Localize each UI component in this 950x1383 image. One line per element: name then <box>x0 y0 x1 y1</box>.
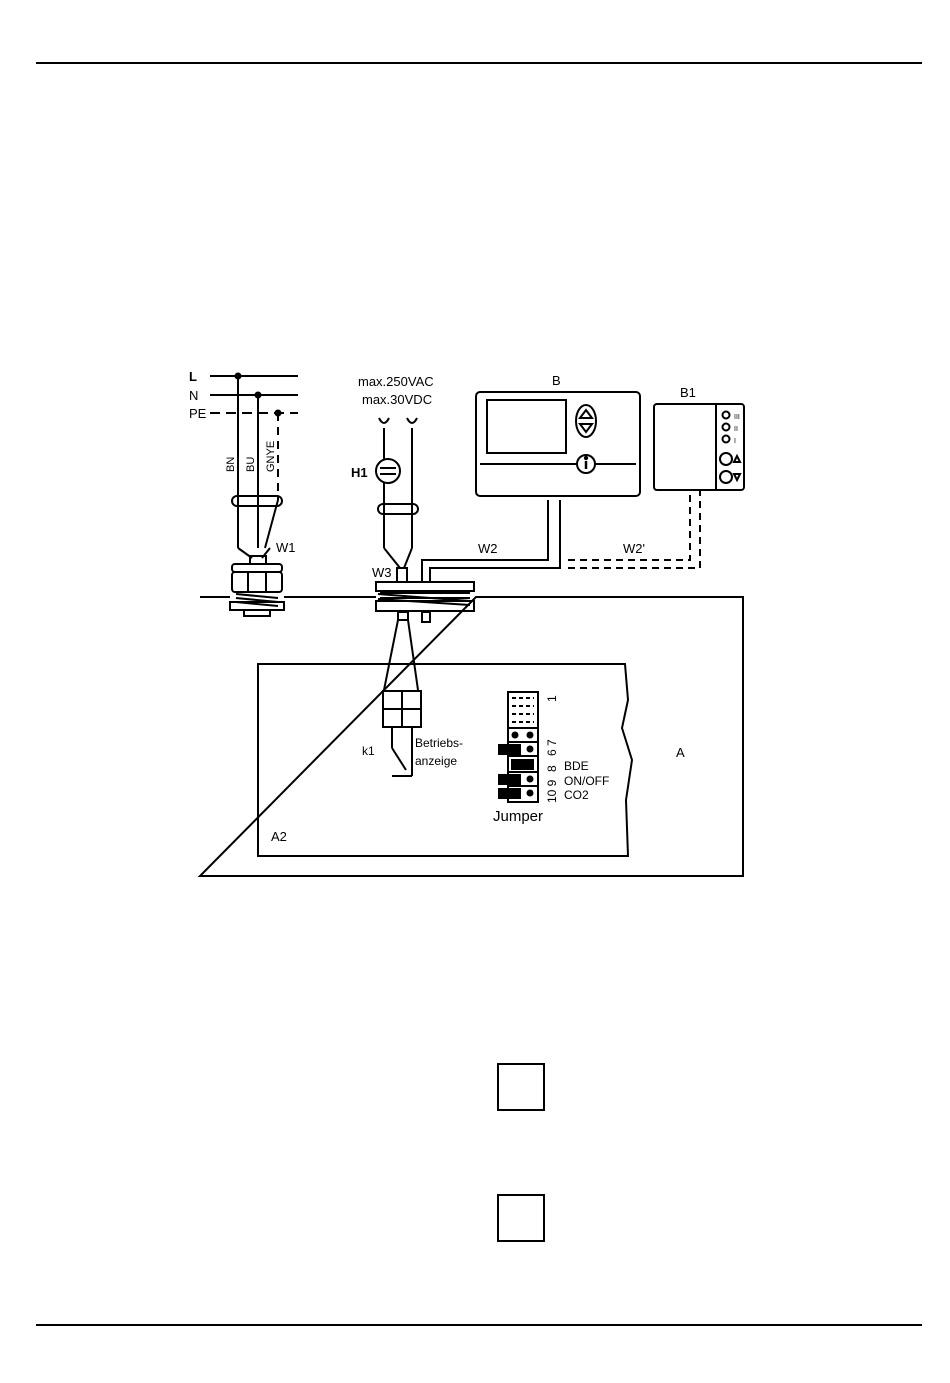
label-voltage-ac: max.250VAC <box>358 374 434 389</box>
label-w1: W1 <box>276 540 296 555</box>
label-l: L <box>189 369 197 384</box>
label-a2: A2 <box>271 829 287 844</box>
label-anzeige: anzeige <box>415 754 457 768</box>
b1-level-3: III <box>734 414 740 421</box>
label-b: B <box>552 373 561 388</box>
label-h1: H1 <box>351 465 368 480</box>
jumper-cap-bde <box>511 759 534 770</box>
jumper-label-onoff: ON/OFF <box>564 774 609 788</box>
label-b1: B1 <box>680 385 696 400</box>
label-pe: PE <box>189 406 207 421</box>
label-bu: BU <box>245 457 257 472</box>
label-w2: W2 <box>478 541 498 556</box>
checkbox-2[interactable] <box>497 1194 545 1242</box>
b1-level-2: II <box>734 426 738 433</box>
checkbox-1[interactable] <box>497 1063 545 1111</box>
label-betriebs: Betriebs- <box>415 736 463 750</box>
jumper-label-co2: CO2 <box>564 788 589 802</box>
label-w3: W3 <box>372 565 392 580</box>
jumper-cap-6-7 <box>498 744 521 755</box>
label-voltage-dc: max.30VDC <box>362 392 432 407</box>
label-a: A <box>676 745 685 760</box>
label-n: N <box>189 388 198 403</box>
label-bn: BN <box>225 457 237 472</box>
jumper-pin-8: 8 <box>545 765 559 772</box>
jumper-cap-onoff <box>498 774 521 785</box>
device-b1 <box>654 404 744 490</box>
jumper-pins-6-7: 6 7 <box>545 739 559 756</box>
b1-level-1: I <box>734 438 736 445</box>
label-w2-prime: W2' <box>623 541 645 556</box>
jumper-pins-9-10: 10 9 <box>545 779 559 803</box>
label-k1: k1 <box>362 744 375 758</box>
jumper-cap-co2 <box>498 788 521 799</box>
device-b <box>476 392 640 496</box>
jumper-title: Jumper <box>493 808 543 825</box>
jumper-pin-1: 1 <box>545 695 559 702</box>
jumper-label-bde: BDE <box>564 759 589 773</box>
label-gnye: GNYE <box>265 441 277 472</box>
